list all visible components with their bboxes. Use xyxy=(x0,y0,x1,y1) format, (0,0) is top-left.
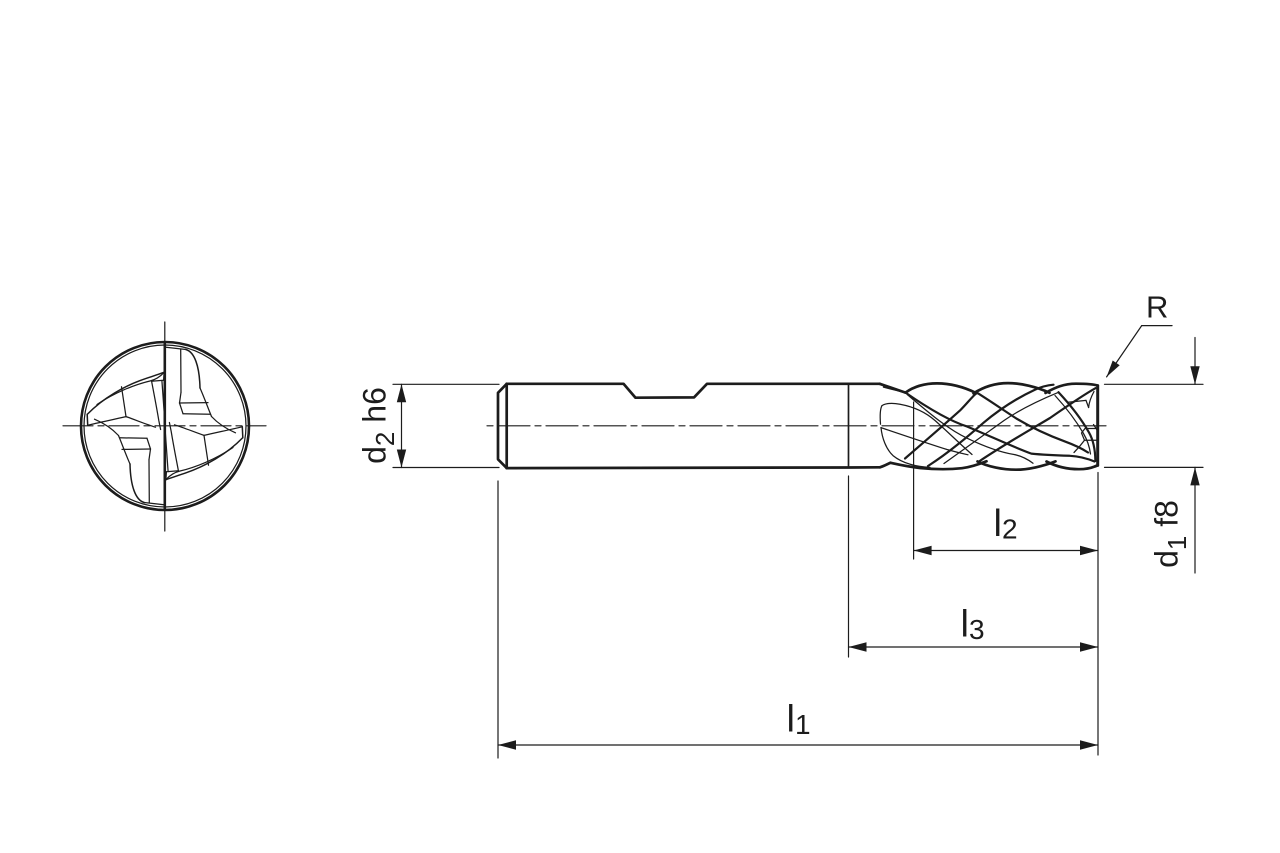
svg-text:R: R xyxy=(1146,290,1168,325)
